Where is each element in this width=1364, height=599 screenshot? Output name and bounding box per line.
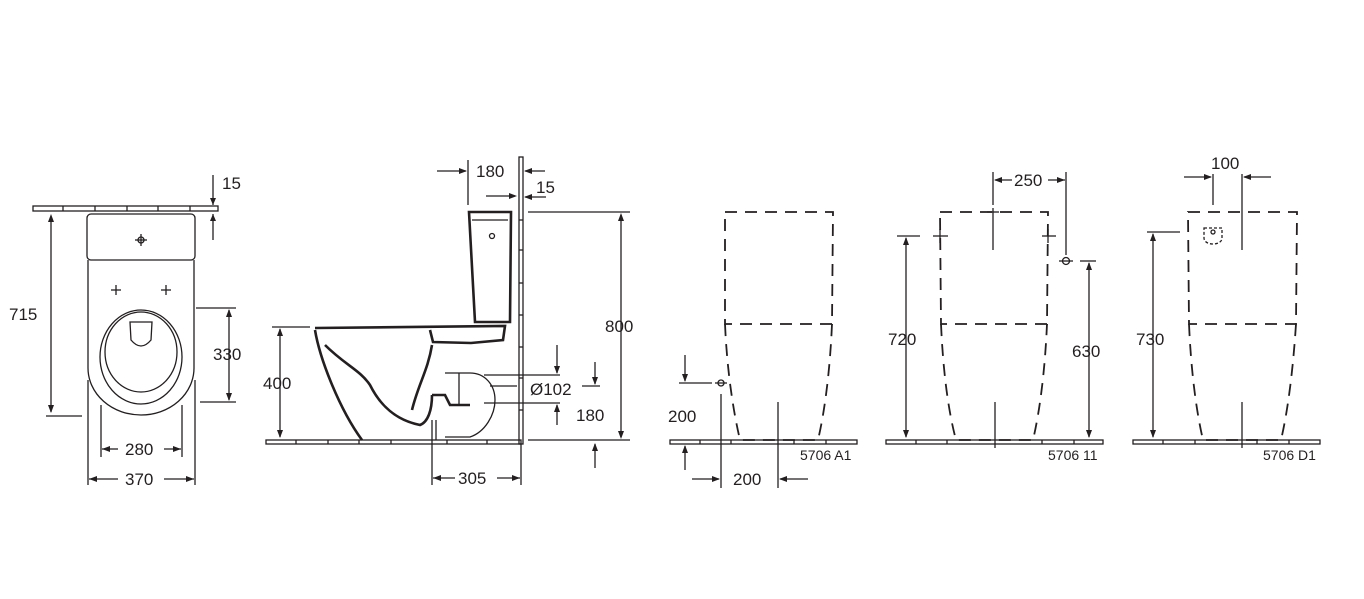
side-outlet-diameter-label: Ø102: [530, 380, 572, 399]
c11-product-code: 5706 11: [1048, 447, 1098, 463]
side-outlet-offset-label: 305: [458, 469, 487, 488]
top-depth-label: 715: [9, 305, 38, 324]
connection-11-drawing: [885, 172, 1104, 448]
top-wall-gap-label: 15: [222, 174, 241, 193]
a1-inlet-height-label: 200: [668, 407, 697, 426]
d1-product-code: 5706 D1: [1263, 447, 1316, 463]
connection-a1-drawing: [669, 211, 858, 488]
top-view-drawing: [32, 175, 236, 485]
side-cistern-depth-label: 180: [476, 162, 505, 181]
d1-inlet-height-label: 730: [1136, 330, 1165, 349]
side-seat-height-label: 400: [263, 374, 292, 393]
top-bowl-length-label: 330: [213, 345, 242, 364]
a1-product-code: 5706 A1: [800, 447, 852, 463]
side-overall-height-label: 800: [605, 317, 634, 336]
c11-inlet-height-label: 630: [1072, 342, 1101, 361]
d1-inlet-offset-label: 100: [1211, 154, 1240, 173]
a1-inlet-offset-label: 200: [733, 470, 762, 489]
top-overall-width-label: 370: [125, 470, 154, 489]
connection-d1-drawing: [1132, 174, 1321, 448]
c11-inlet-offset-label: 250: [1014, 171, 1043, 190]
c11-cistern-height-label: 720: [888, 330, 917, 349]
side-wall-gap-label: 15: [536, 178, 555, 197]
side-outlet-height-label: 180: [576, 406, 605, 425]
top-seat-width-label: 280: [125, 440, 154, 459]
side-view-drawing: [265, 156, 630, 485]
